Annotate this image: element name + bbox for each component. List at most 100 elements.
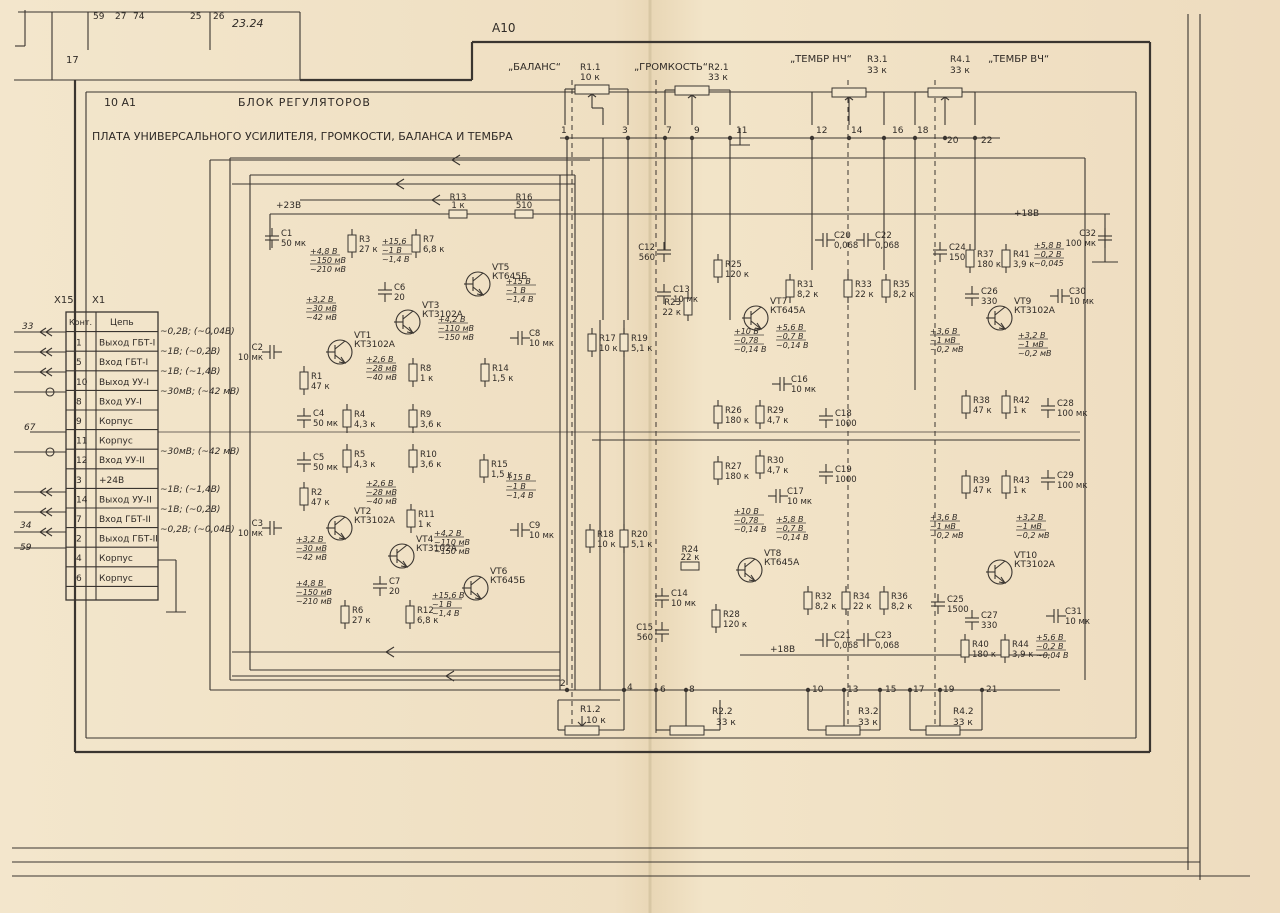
voltage-value: ~0,7 В	[776, 524, 803, 533]
capacitor-ref: C2	[252, 343, 263, 353]
control-treble: R4.1 33 к „ТЕМБР ВЧ“	[950, 54, 1049, 76]
level-out-uu1: ~1В; (~1,4В)	[160, 367, 220, 377]
voltage-value: ~1 В	[506, 286, 526, 295]
transistor-type: КТ3102А	[416, 544, 458, 554]
connector-levels: ~0,2В; (~0,04В) ~1В; (~0,2В) ~1В; (~1,4В…	[160, 327, 240, 535]
module-box-a10	[73, 40, 1152, 754]
voltage-value: +15,6	[382, 237, 407, 246]
resistor-ref: R2	[311, 488, 322, 498]
voltage-value: ~28 мВ	[366, 488, 397, 497]
transistor-type: КТ3102А	[422, 310, 464, 320]
voltage-value: +15,6 В	[432, 591, 465, 600]
capacitor-value: 10 мк	[238, 353, 263, 363]
control-label: „ГРОМКОСТЬ“	[634, 62, 708, 73]
resistor-ref: R36	[891, 592, 908, 602]
capacitor-ref: C8	[529, 329, 540, 339]
pin-top-4: 9	[694, 126, 700, 136]
control-ref: R3.1	[867, 55, 888, 65]
connector-pin: 10	[76, 378, 88, 388]
resistor-value: 3,9 к	[1012, 650, 1033, 660]
resistor-value: 8,2 к	[893, 290, 914, 300]
top-ref-3: 74	[133, 12, 145, 22]
control-volume: „ГРОМКОСТЬ“ R2.1 33 к	[634, 62, 729, 83]
connector-pin: 12	[76, 456, 87, 466]
capacitor-ref: C6	[394, 283, 405, 293]
capacitor-ref: C31	[1065, 607, 1082, 617]
voltage-value: +15 В	[506, 277, 531, 286]
capacitor-ref: C1	[281, 229, 292, 239]
resistor-value: 1 к	[451, 201, 464, 211]
sheet-border	[12, 10, 1250, 880]
capacitor-ref: C22	[875, 231, 892, 241]
transistor-type: КТ3102А	[1014, 306, 1056, 316]
resistor-value: 10 к	[597, 540, 616, 550]
voltage-note: +4,2 В~110 мВ~150 мВ	[438, 315, 474, 342]
voltage-value: ~150 мВ	[438, 333, 474, 342]
voltage-value: +4,2 В	[438, 315, 465, 324]
resistor-ref: R15	[491, 460, 508, 470]
control-ref: R4.1	[950, 55, 971, 65]
connector-circuit: Корпус	[99, 437, 133, 447]
resistor-value: 1 к	[1013, 406, 1026, 416]
control-ref: R2.1	[708, 63, 729, 73]
capacitor-value: 1500	[949, 253, 971, 263]
resistor-ref: R38	[973, 396, 990, 406]
pot-r4-2	[909, 690, 983, 736]
connector-circuit: Корпус	[99, 574, 133, 584]
voltage-value: +2,6 В	[366, 479, 393, 488]
resistor-ref: R26	[725, 406, 742, 416]
connector-pin: 3	[76, 476, 82, 486]
resistor-value: 1 к	[420, 374, 433, 384]
voltage-note: +5,6 В~0,7 В~0,14 В	[776, 323, 809, 350]
board-box-a1	[85, 91, 1137, 739]
resistor-r9: R93,6 к	[408, 404, 441, 433]
level-in-gbt1: ~1В; (~0,2В)	[160, 347, 220, 357]
pin-top-6: 12	[816, 126, 827, 136]
capacitor-ref: C24	[949, 243, 966, 253]
voltage-value: +3,6 В	[930, 513, 957, 522]
top-ref-6: 23.24	[232, 17, 264, 30]
capacitor-ref: C18	[835, 409, 852, 419]
voltage-value: ~150 мВ	[434, 547, 470, 556]
resistor-ref: R43	[1013, 476, 1030, 486]
resistor-value: 4,3 к	[354, 460, 375, 470]
connector-x15: X15	[54, 295, 74, 306]
control-label: „БАЛАНС“	[508, 62, 561, 73]
voltage-value: +5,6 В	[1036, 633, 1063, 642]
resistor-value: 1,5 к	[491, 470, 512, 480]
resistor-ref: R28	[723, 610, 740, 620]
capacitor-ref: C14	[671, 589, 688, 599]
transistor-type: КТ3102А	[354, 340, 396, 350]
resistor-ref: R35	[893, 280, 910, 290]
voltage-note: +3,6 В~1 мВ~0,2 мВ	[930, 513, 964, 540]
voltage-value: ~1 мВ	[930, 522, 956, 531]
voltage-value: ~28 мВ	[366, 364, 397, 373]
wire-ref-4: 59	[20, 543, 32, 553]
level-in-uu1: ~30мВ; (~42 мВ)	[160, 387, 240, 397]
resistor-value: 22 к	[662, 308, 681, 318]
capacitor-value: 100 мк	[1057, 481, 1087, 491]
voltage-value: +5,8 В	[776, 515, 803, 524]
supply-mid: +18В	[770, 645, 795, 655]
